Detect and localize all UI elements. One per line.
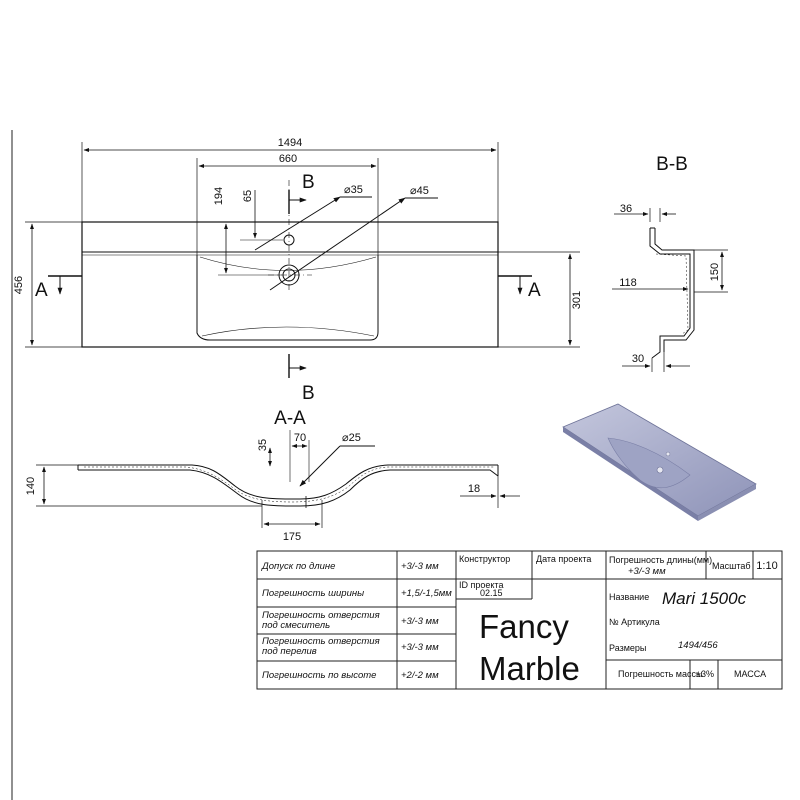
tb-length-error-value: +3/-3 мм bbox=[628, 566, 666, 577]
dim-aa-18: 18 bbox=[468, 483, 480, 495]
sink-outline bbox=[81, 221, 499, 348]
section-aa-profile-bottom bbox=[78, 469, 499, 507]
leader-drain bbox=[269, 197, 406, 291]
tb-row-label-5: Погрешность по высоте bbox=[262, 670, 376, 681]
product-name: Mari 1500c bbox=[662, 589, 747, 608]
sink-3d-tap-hole bbox=[665, 451, 671, 457]
sink-3d-model bbox=[562, 403, 757, 521]
dim-bb-150: 150 bbox=[709, 263, 721, 281]
tb-length-error-label: Погрешность длины(мм) bbox=[609, 555, 712, 565]
tb-project-id-value: 02.15 bbox=[480, 588, 503, 598]
tb-article-label: № Артикула bbox=[609, 617, 660, 627]
section-label-a-right: A bbox=[528, 280, 541, 301]
dim-aa-175: 175 bbox=[283, 531, 301, 543]
dim-65: 65 bbox=[242, 190, 254, 202]
tb-project-id-label: ID проекта bbox=[459, 580, 503, 590]
drain-hole-inner bbox=[282, 268, 296, 282]
tb-mass-label: МАССА bbox=[734, 669, 766, 679]
tb-row-value-4: +3/-3 мм bbox=[401, 642, 439, 653]
tb-mass-error-value: ±3% bbox=[696, 669, 714, 679]
leader-aa-hole bbox=[299, 445, 341, 487]
title-block-grid bbox=[256, 550, 783, 690]
tb-sizes-value: 1494/456 bbox=[678, 640, 718, 651]
section-aa bbox=[36, 430, 520, 528]
dim-bb-30: 30 bbox=[632, 353, 644, 365]
top-view bbox=[25, 142, 580, 378]
tb-row-label-1: Допуск по длине bbox=[261, 561, 335, 572]
tb-designer-label: Конструктор bbox=[459, 554, 510, 564]
tb-name-label: Название bbox=[609, 592, 649, 602]
bowl-outline bbox=[196, 255, 379, 341]
dim-456: 456 bbox=[13, 276, 25, 294]
dim-301: 301 bbox=[571, 291, 583, 309]
tb-row-value-5: +2/-2 мм bbox=[401, 670, 439, 681]
brand-line-1: Fancy bbox=[479, 608, 569, 645]
section-bb-profile-outer bbox=[649, 228, 691, 359]
section-bb-profile-inner bbox=[654, 228, 695, 352]
sink-3d-drain bbox=[656, 466, 664, 474]
sink-3d-bowl bbox=[607, 437, 691, 488]
dim-aa-hole: ⌀25 bbox=[342, 432, 361, 444]
tb-scale-label: Масштаб bbox=[712, 561, 751, 571]
tb-date-label: Дата проекта bbox=[536, 554, 591, 564]
section-bb bbox=[612, 208, 728, 372]
sink-3d-side-edge bbox=[698, 484, 756, 521]
dim-194: 194 bbox=[213, 187, 225, 205]
dim-aa-70: 70 bbox=[294, 432, 306, 444]
brand-line-2: Marble bbox=[479, 650, 580, 687]
dim-drain-hole: ⌀45 bbox=[410, 185, 429, 197]
dim-aa-140: 140 bbox=[25, 477, 37, 495]
tb-sizes-label: Размеры bbox=[609, 643, 646, 653]
tb-row-value-1: +3/-3 мм bbox=[401, 561, 439, 572]
tb-row-value-3: +3/-3 мм bbox=[401, 616, 439, 627]
tb-scale-value: 1:10 bbox=[756, 560, 777, 572]
dim-bb-36: 36 bbox=[620, 203, 632, 215]
section-label-b-bottom: B bbox=[302, 383, 315, 404]
section-label-a-left: A bbox=[35, 280, 48, 301]
section-bb-title: B-B bbox=[656, 154, 688, 175]
tb-row-label-2: Погрешность ширины bbox=[262, 588, 364, 599]
dim-660: 660 bbox=[279, 153, 297, 165]
dim-bb-118: 118 bbox=[619, 277, 637, 289]
dim-1494: 1494 bbox=[278, 137, 302, 149]
tb-row-value-2: +1,5/-1,5мм bbox=[401, 588, 452, 599]
tb-mass-error-label: Погрешность массы bbox=[618, 669, 702, 679]
leader-tap bbox=[254, 196, 341, 251]
dim-tap-hole: ⌀35 bbox=[344, 184, 363, 196]
bowl-contour-2 bbox=[201, 326, 375, 337]
sink-3d-front-edge bbox=[563, 427, 698, 521]
bowl-contour-1 bbox=[199, 256, 377, 271]
section-aa-title: A-A bbox=[274, 408, 306, 429]
tap-hole bbox=[283, 234, 295, 246]
section-aa-profile-top bbox=[78, 464, 498, 500]
dim-aa-35: 35 bbox=[257, 439, 269, 451]
section-label-b-top: B bbox=[302, 172, 315, 193]
